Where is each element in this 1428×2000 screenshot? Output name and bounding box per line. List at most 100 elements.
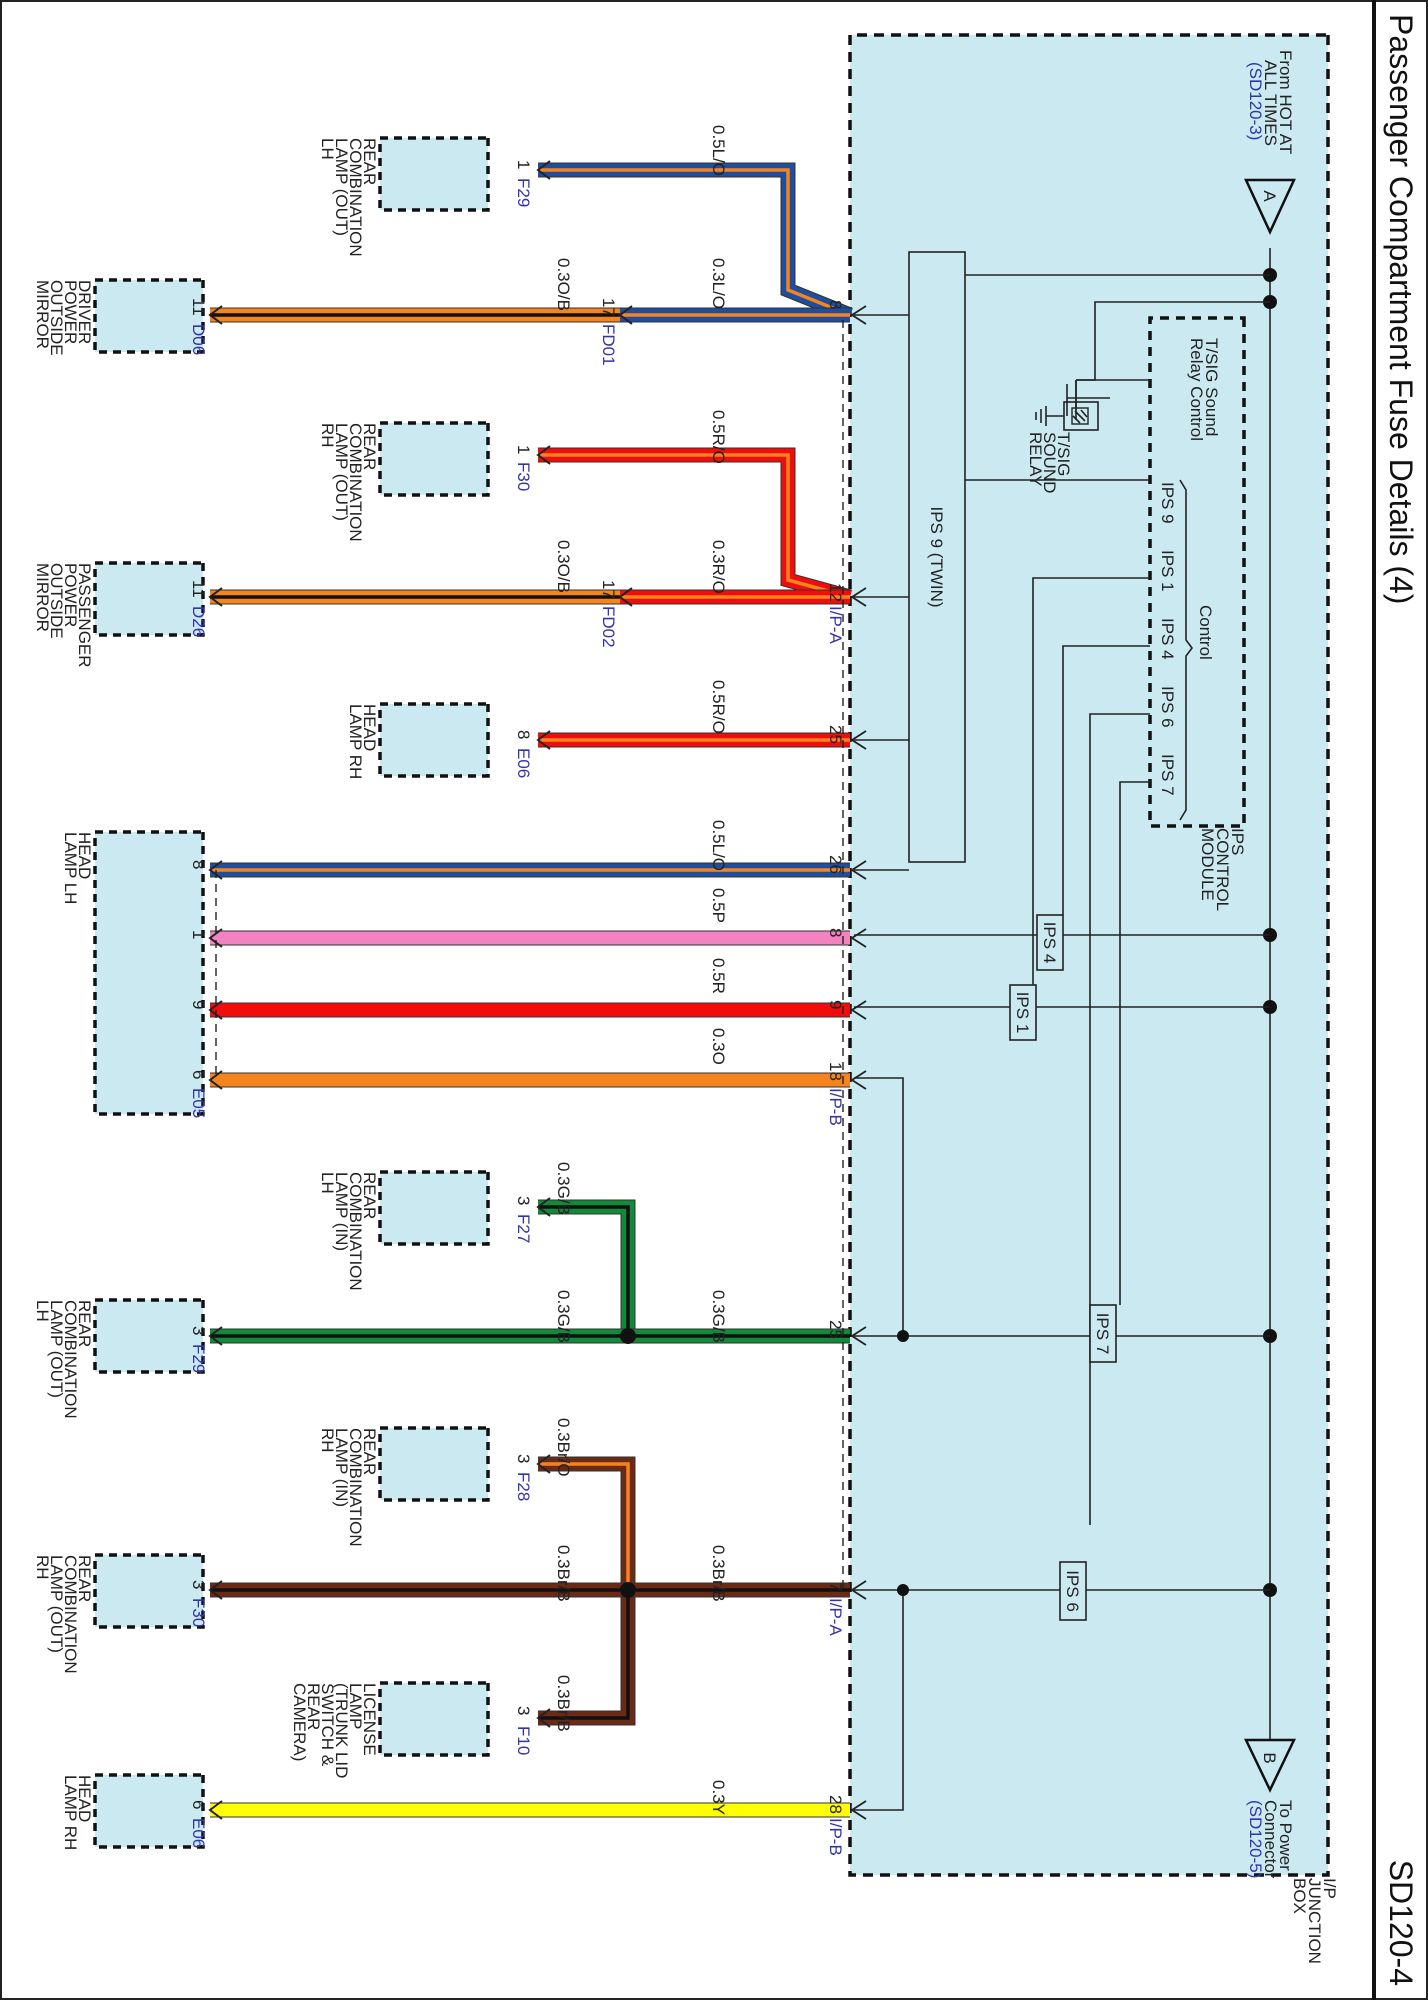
line-pin28-link [854, 1590, 904, 1811]
pin-number: 9 [826, 1000, 845, 1009]
rear-combination-lamp-in-lh-label: REARCOMBINATIONLAMP (IN)LH [318, 1172, 379, 1291]
chevron-f30-3 [208, 1580, 223, 1600]
rear-combination-lamp-in-rh-label: REARCOMBINATIONLAMP (IN)RH [318, 1428, 379, 1547]
ips-pin-label: IPS 1 [1158, 550, 1177, 592]
ips1-box-label: IPS 1 [1013, 992, 1032, 1034]
svg-text:From HOT AT: From HOT AT [1276, 50, 1295, 154]
pin-number: 17 [599, 298, 618, 317]
ips7-box-label: IPS 7 [1093, 1313, 1112, 1355]
ips7-box [1089, 1304, 1117, 1363]
line-ips1 [1032, 577, 1150, 985]
connector-id: F30 [189, 1598, 208, 1627]
head-lamp-lh-label: HEADLAMP LH [61, 832, 94, 904]
jb-connector-chevron [850, 730, 867, 750]
pin-number: 8 [189, 860, 208, 869]
wire-spec-label: 0.5P [709, 888, 728, 923]
wire-spec-label: 0.5L/O [709, 125, 728, 176]
chevron-f29-3 [208, 1326, 223, 1346]
terminal-a-triangle [1244, 178, 1296, 235]
wire-0.5L/O-f29-stripe [538, 168, 851, 317]
jb-connector-chevron [850, 1580, 867, 1600]
passenger-power-outside-mirror [93, 561, 205, 637]
connector-id: E06 [514, 748, 533, 778]
head-lamp-rh [378, 702, 490, 778]
connector-id: F28 [514, 1472, 533, 1501]
line-ips6 [1089, 713, 1150, 1525]
license-lamp [378, 1681, 490, 1757]
rear-combination-lamp-out-rh-2-label: REARCOMBINATIONLAMP (OUT)RH [33, 1555, 94, 1674]
wire-spec-label: 0.3G/B [554, 1290, 573, 1343]
pin-number: 3 [514, 1706, 533, 1715]
rear-combination-lamp-out-lh-2-label: REARCOMBINATIONLAMP (OUT)LH [33, 1300, 94, 1419]
driver-power-outside-mirror [93, 278, 205, 354]
splice-dot [897, 1584, 909, 1596]
rear-combination-lamp-out-rh-2 [93, 1553, 205, 1629]
ips-control-module [1148, 316, 1246, 828]
wire-spec-label: 0.3G/B [709, 1290, 728, 1343]
wire-spec-label: 0.3R/O [709, 540, 728, 594]
splice-dot [620, 1582, 636, 1598]
wire-spec-label: 0.3Br/O [554, 1418, 573, 1477]
license-lamp-label: LICENSELAMP(TRUNK LIDSWITCH &REARCAMERA) [290, 1683, 379, 1778]
svg-text:T/SIGSOUNDRELAY: T/SIGSOUNDRELAY [1026, 432, 1073, 493]
jb-connector-chevron [850, 928, 867, 948]
svg-text:ALL TIMES: ALL TIMES [1261, 60, 1280, 146]
ips6-box [1059, 1561, 1087, 1621]
jb-connector-chevron [850, 860, 867, 880]
wire-spec-label: 0.3O/B [554, 540, 573, 593]
chevron-f27 [536, 1197, 551, 1217]
page-title: Passenger Compartment Fuse Details (4) [1383, 14, 1419, 604]
wire-0.3G/B-f27-stripe [538, 1205, 630, 1336]
wire-spec-label: 0.3Br/B [709, 1545, 728, 1602]
wire-spec-label: 0.3G/B [554, 1162, 573, 1215]
driver-power-outside-mirror-label: DRIVERPOWEROUTSIDEMIRROR [33, 280, 94, 356]
wire-spec-label: 0.3O/B [554, 258, 573, 311]
rear-combination-lamp-out-lh-2 [93, 1298, 205, 1374]
pin-number: 1 [514, 160, 533, 169]
connector-id: E06 [189, 1818, 208, 1848]
wire-0.5R/O-f30-stripe [538, 453, 851, 599]
connector-id: FD02 [599, 606, 618, 648]
pin-number: 7 [826, 1582, 845, 1591]
wire-spec-label: 0.5L/O [709, 820, 728, 871]
wire-0.3Br/O-f28-stripe [538, 1462, 630, 1590]
ips4-box [1036, 914, 1064, 971]
wire-spec-label: 0.3Br/B [554, 1675, 573, 1732]
passenger-power-outside-mirror-label: PASSENGERPOWEROUTSIDEMIRROR [33, 563, 94, 668]
pin-number: 3 [514, 1196, 533, 1205]
connector-id: I/P-A [826, 606, 845, 644]
connector-id: F29 [189, 1344, 208, 1373]
components: REARCOMBINATIONLAMP (OUT)LH DRIVERPOWEROU… [33, 136, 490, 1850]
pin-number: 11 [189, 580, 208, 598]
pin-number: 3 [189, 1580, 208, 1589]
wire-spec-label: 0.3Br/B [554, 1545, 573, 1602]
splice-dot [620, 1328, 636, 1344]
pin-number: 1 [189, 930, 208, 939]
rear-combination-lamp-out-rh [378, 421, 490, 497]
chevron-f29 [536, 160, 551, 180]
head-lamp-rh-label: HEADLAMP RH [346, 704, 379, 779]
pin-number: 17 [599, 580, 618, 599]
pin-number: 11 [189, 298, 208, 316]
chevron-hl-9 [208, 1000, 223, 1020]
wire-spec-label: 0.5R/O [709, 410, 728, 464]
connector-id: F27 [514, 1214, 533, 1243]
pin-number: 3 [189, 1326, 208, 1335]
pin-number: 26 [826, 855, 845, 874]
head-lamp-lh [93, 830, 205, 1116]
ips1-box [1009, 984, 1037, 1041]
ips-pin-label: IPS 6 [1158, 686, 1177, 728]
ips-module-label: IPSCONTROLMODULE [1198, 828, 1247, 911]
pin-number: 3 [514, 1454, 533, 1463]
chevron-hl-8 [208, 860, 223, 880]
svg-text:Connector: Connector [1261, 1800, 1280, 1879]
pin-number: 1 [514, 445, 533, 454]
line-ips7 [1119, 781, 1150, 1305]
chevron-f30 [536, 445, 551, 465]
wire-0.3Br/B-f10-stripe [538, 1590, 630, 1720]
chevron-d06 [208, 305, 223, 325]
pin-number: 25 [826, 725, 845, 744]
